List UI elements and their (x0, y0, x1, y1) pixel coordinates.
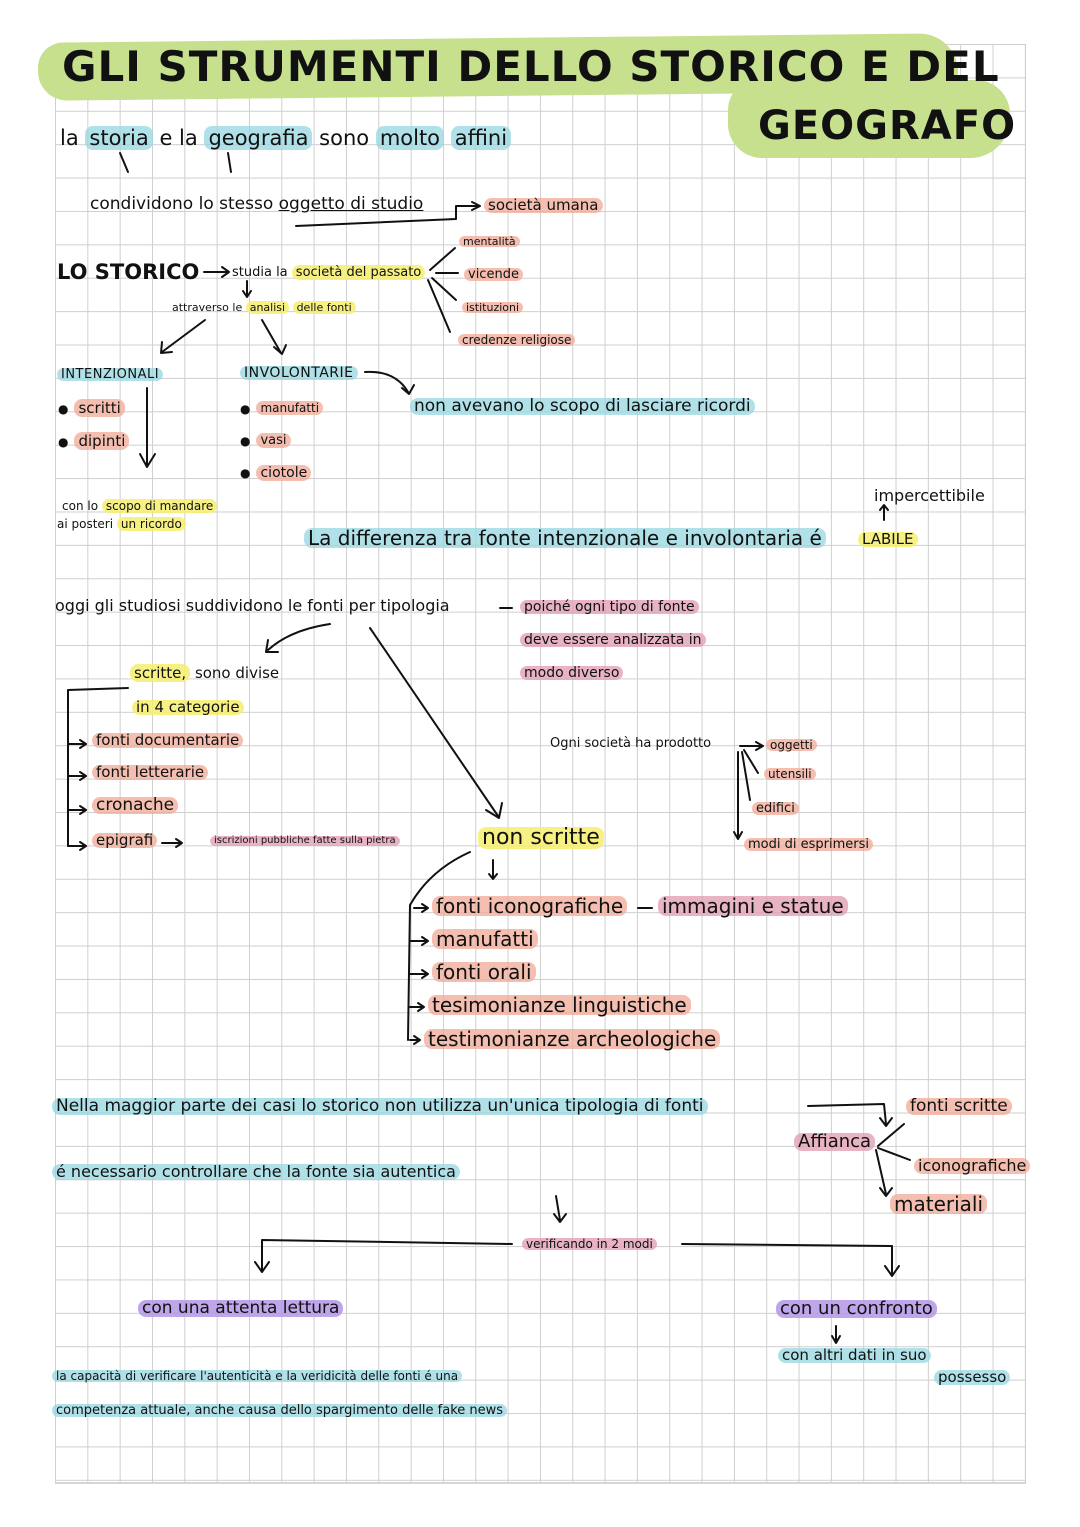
comparison-detail: con altri dati in suo (778, 1348, 931, 1363)
typology-reason-1: poiché ogni tipo di fonte (520, 600, 699, 614)
verification-way-reading: con una attenta lettura (138, 1300, 344, 1317)
combined-source: materiali (890, 1194, 988, 1214)
human-society: società umana (484, 198, 603, 213)
epigrafi-definition: iscrizioni pubbliche fatte sulla pietra (210, 836, 400, 846)
storico-method: attraverso le analisi delle fonti (172, 301, 356, 314)
intro-sentence: la storia e la geografia sono molto affi… (60, 126, 512, 150)
title-highlight-2 (728, 80, 1010, 158)
written-subheading: in 4 categorie (132, 700, 244, 715)
page-title-line2: GEOGRAFO (758, 103, 1017, 149)
unwritten-item: manufatti (432, 929, 538, 949)
typology-reason-3: modo diverso (520, 666, 624, 680)
involuntary-heading: INVOLONTARIE (240, 366, 358, 380)
unwritten-heading: non scritte (478, 827, 604, 849)
typology-sentence: oggi gli studiosi suddividono le fonti p… (55, 596, 450, 615)
society-item: utensili (764, 768, 816, 780)
difference-sentence: La differenza tra fonte intenzionale e i… (304, 528, 826, 548)
labile-annotation: impercettibile (874, 486, 985, 505)
society-item: edifici (752, 802, 799, 815)
aspect-vicende: vicende (464, 268, 523, 281)
involuntary-item: vasi (240, 433, 291, 448)
written-heading: scritte, sono divise (130, 664, 279, 682)
typology-reason-2: deve essere analizzata in (520, 633, 706, 647)
storico-label: LO STORICO (57, 260, 200, 284)
intentional-purpose-1: con lo scopo di mandare (62, 499, 218, 513)
comparison-detail-2: possesso (934, 1370, 1011, 1385)
labile-keyword: LABILE (858, 532, 918, 547)
aspect-mentalita: mentalità (459, 236, 520, 247)
involuntary-item: ciotole (240, 465, 312, 481)
society-produced: Ogni società ha prodotto (550, 736, 712, 751)
aspect-credenze: credenze religiose (458, 334, 576, 346)
society-item: oggetti (766, 739, 817, 751)
unwritten-item: testimonianze archeologiche (424, 1029, 721, 1049)
combined-source: iconografiche (914, 1158, 1031, 1174)
usage-sentence: Nella maggior parte dei casi lo storico … (52, 1098, 708, 1115)
unwritten-item: fonti iconografiche (432, 896, 628, 916)
unwritten-item: fonti orali (432, 962, 536, 982)
written-item: cronache (92, 797, 179, 814)
intentional-item: dipinti (58, 432, 130, 450)
unwritten-item: tesimonianze linguistiche (428, 995, 691, 1015)
involuntary-note: non avevano lo scopo di lasciare ricordi (410, 398, 755, 415)
intentional-item: scritti (58, 399, 125, 417)
iconographic-definition: immagini e statue (658, 896, 848, 916)
written-item: fonti documentarie (92, 733, 244, 748)
verification-sentence: é necessario controllare che la fonte si… (52, 1164, 460, 1180)
involuntary-item: manufatti (240, 401, 324, 415)
verification-method: verificando in 2 modi (522, 1238, 657, 1250)
society-item: modi di esprimersi (744, 838, 873, 851)
shared-object: condividono lo stesso oggetto di studio (90, 194, 424, 214)
storico-studies: studia la società del passato (232, 265, 426, 280)
intentional-heading: INTENZIONALI (57, 368, 164, 381)
written-item: fonti letterarie (92, 765, 209, 780)
combined-source: fonti scritte (906, 1098, 1012, 1115)
verification-way-comparison: con un confronto (776, 1300, 937, 1318)
affianca-label: Affianca (794, 1133, 876, 1151)
page-title: GLI STRUMENTI DELLO STORICO E DEL (62, 42, 1000, 91)
intentional-purpose-2: ai posteri un ricordo (57, 517, 186, 531)
conclusion-line: competenza attuale, anche causa dello sp… (52, 1404, 508, 1417)
conclusion-line: la capacità di verificare l'autenticità … (52, 1370, 463, 1382)
aspect-istituzioni: istituzioni (462, 302, 524, 313)
written-item: epigrafi (92, 833, 158, 848)
